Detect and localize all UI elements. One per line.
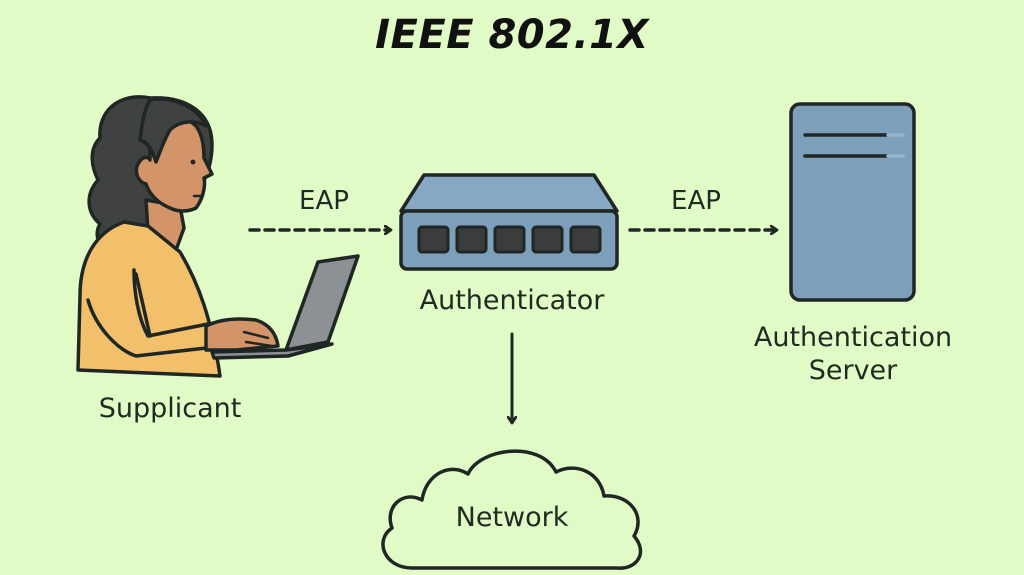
laptop-base	[210, 342, 334, 360]
network-switch-icon	[399, 173, 619, 271]
edge-label-eap-left: EAP	[299, 186, 349, 216]
authenticator-label: Authenticator	[419, 285, 605, 316]
network-label: Network	[455, 502, 569, 533]
server-body	[789, 102, 916, 302]
server-tower-icon	[789, 102, 916, 302]
port	[569, 225, 602, 254]
hair-front	[138, 97, 208, 164]
switch-ports	[417, 225, 602, 254]
page-title: IEEE 802.1X	[375, 12, 649, 58]
port	[455, 225, 488, 254]
edge-label-eap-right: EAP	[671, 186, 721, 216]
hand	[204, 317, 280, 352]
port	[417, 225, 450, 254]
port	[493, 225, 526, 254]
server-label-line1: Authentication	[753, 322, 953, 353]
server-label-line2: Server	[808, 354, 898, 386]
person-with-laptop-icon	[76, 95, 360, 378]
cloud-icon	[381, 449, 643, 570]
server-label: Authentication Server	[712, 322, 994, 388]
fingers	[242, 330, 274, 348]
shirt-fold	[134, 272, 152, 338]
supplicant-label: Supplicant	[98, 393, 242, 424]
eye	[190, 159, 196, 165]
port	[531, 225, 564, 254]
laptop-screen	[284, 254, 360, 352]
switch-top	[399, 173, 619, 213]
